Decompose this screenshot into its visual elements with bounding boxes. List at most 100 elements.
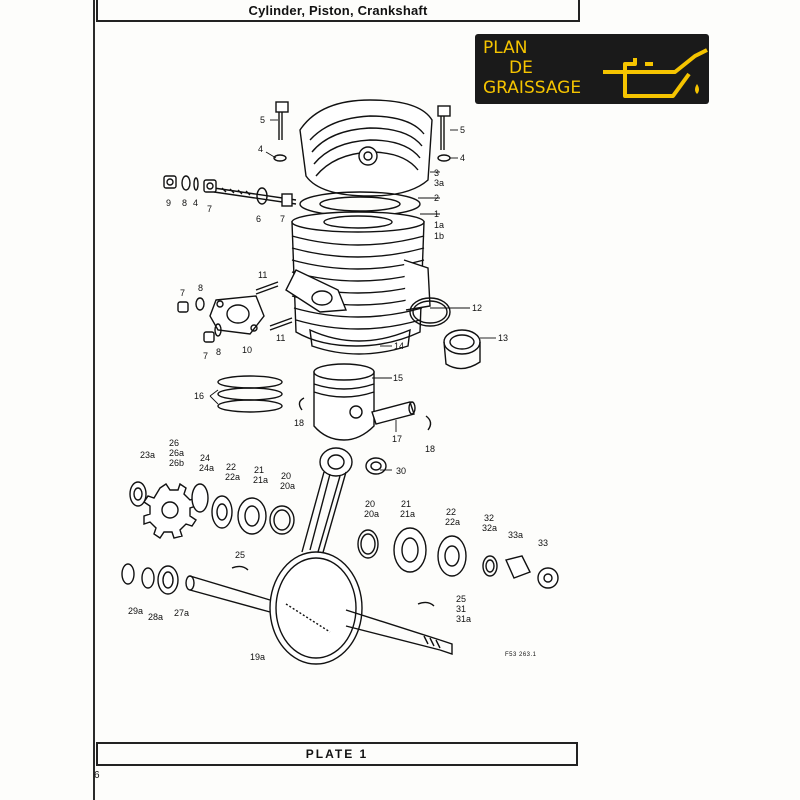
piston-rings bbox=[217, 375, 283, 413]
washer-right bbox=[437, 154, 451, 162]
callout-7-upper: 7 bbox=[207, 204, 212, 214]
callout-1: 1 bbox=[434, 209, 439, 219]
callout-11-upper: 11 bbox=[258, 270, 267, 280]
callout-24a: 24a bbox=[199, 463, 214, 473]
footer-box: PLATE 1 bbox=[96, 742, 578, 766]
connecting-rod bbox=[301, 447, 353, 557]
callout-19a: 19a bbox=[250, 652, 265, 662]
exhaust-stud-lower bbox=[269, 317, 293, 331]
callout-26: 26 bbox=[169, 438, 179, 448]
callout-23a: 23a bbox=[140, 450, 155, 460]
flange-nuts bbox=[177, 297, 222, 343]
callout-18-right: 18 bbox=[425, 444, 435, 454]
callout-33a: 33a bbox=[508, 530, 523, 540]
woodruff-key-lower bbox=[417, 601, 435, 607]
callout-3: 3 bbox=[434, 168, 439, 178]
nut-washer-set-left bbox=[163, 175, 217, 193]
page-title: Cylinder, Piston, Crankshaft bbox=[248, 2, 428, 18]
callout-7-flange: 7 bbox=[180, 288, 185, 298]
page-number: 6 bbox=[94, 770, 100, 781]
head-gasket-bore bbox=[319, 196, 401, 212]
exhaust-stud-upper bbox=[255, 281, 279, 295]
figure-code: F53 263.1 bbox=[505, 652, 537, 658]
callout-27a: 27a bbox=[174, 608, 189, 618]
callout-24: 24 bbox=[200, 453, 210, 463]
callout-labels: 5 5 4 4 3 3a 2 1 1a 1b 9 8 4 7 6 7 11 11… bbox=[128, 115, 548, 662]
logo-line-1: PLAN bbox=[483, 38, 528, 58]
cylinder-head-bolt-left bbox=[275, 101, 289, 140]
woodruff-key-upper bbox=[231, 565, 249, 571]
callout-5-right: 5 bbox=[460, 125, 465, 135]
callout-8-lower: 8 bbox=[216, 347, 221, 357]
exploded-parts-drawing: 5 5 4 4 3 3a 2 1 1a 1b 9 8 4 7 6 7 11 11… bbox=[121, 99, 559, 665]
leader-lines bbox=[209, 119, 496, 471]
callout-26b: 26b bbox=[169, 458, 184, 468]
callout-17: 17 bbox=[392, 434, 402, 444]
callout-1b: 1b bbox=[434, 231, 444, 241]
callout-21a-right: 21a bbox=[400, 509, 415, 519]
callout-25-upper: 25 bbox=[235, 550, 245, 560]
logo-line-2: DE bbox=[509, 58, 533, 78]
callout-7-stud: 7 bbox=[280, 214, 285, 224]
page-left-rule bbox=[93, 0, 95, 800]
crank-end-parts bbox=[121, 563, 179, 595]
header-box: Cylinder, Piston, Crankshaft bbox=[96, 0, 580, 22]
exhaust-flange bbox=[209, 295, 265, 335]
callout-21-right: 21 bbox=[401, 499, 411, 509]
callout-16: 16 bbox=[194, 391, 204, 401]
sprocket bbox=[143, 482, 197, 539]
o-ring bbox=[409, 297, 451, 327]
washer-left bbox=[273, 154, 287, 162]
callout-20-left: 20 bbox=[281, 471, 291, 481]
callout-10: 10 bbox=[242, 345, 252, 355]
gudgeon-pin bbox=[371, 401, 416, 425]
callout-13: 13 bbox=[498, 333, 508, 343]
cylinder-stud bbox=[213, 187, 297, 207]
callout-30: 30 bbox=[396, 466, 406, 476]
callout-8-flange: 8 bbox=[198, 283, 203, 293]
callout-32: 32 bbox=[484, 513, 494, 523]
callout-22a-right: 22a bbox=[445, 517, 460, 527]
callout-4-right: 4 bbox=[460, 153, 465, 163]
callout-31: 31 bbox=[456, 604, 466, 614]
plan-de-graissage-logo: PLAN DE GRAISSAGE bbox=[475, 34, 709, 104]
callout-32a: 32a bbox=[482, 523, 497, 533]
bearing-stack-right bbox=[357, 527, 559, 589]
callout-25-lower: 25 bbox=[456, 594, 466, 604]
plate-title: PLATE 1 bbox=[305, 747, 369, 761]
exhaust-clamp bbox=[443, 329, 481, 370]
callout-15: 15 bbox=[393, 373, 403, 383]
cylinder-barrel bbox=[285, 211, 431, 347]
callout-6: 6 bbox=[256, 214, 261, 224]
callout-5-left: 5 bbox=[260, 115, 265, 125]
callout-22-left: 22 bbox=[226, 462, 236, 472]
callout-20a-left: 20a bbox=[280, 481, 295, 491]
circlip-right bbox=[425, 415, 432, 431]
callout-33: 33 bbox=[538, 538, 548, 548]
callout-7-lower: 7 bbox=[203, 351, 208, 361]
callout-20-right: 20 bbox=[365, 499, 375, 509]
callout-9: 9 bbox=[166, 198, 171, 208]
callout-21a-left: 21a bbox=[253, 475, 268, 485]
cylinder-head bbox=[299, 99, 433, 197]
cylinder-head-bolt-right bbox=[437, 105, 451, 150]
callout-22-right: 22 bbox=[446, 507, 456, 517]
callout-28a: 28a bbox=[148, 612, 163, 622]
callout-3a: 3a bbox=[434, 178, 444, 188]
callout-31a: 31a bbox=[456, 614, 471, 624]
piston bbox=[313, 363, 375, 441]
callout-14: 14 bbox=[394, 341, 404, 351]
cylinder-base bbox=[309, 328, 411, 355]
oil-can-icon bbox=[603, 48, 708, 98]
callout-21-left: 21 bbox=[254, 465, 264, 475]
callout-11-lower: 11 bbox=[276, 333, 285, 343]
logo-line-3: GRAISSAGE bbox=[483, 78, 582, 98]
callout-4-left: 4 bbox=[258, 144, 263, 154]
callout-22a-left: 22a bbox=[225, 472, 240, 482]
small-end-bearing bbox=[365, 457, 387, 475]
crankshaft bbox=[185, 551, 453, 665]
callout-20a-right: 20a bbox=[364, 509, 379, 519]
callout-2: 2 bbox=[434, 193, 439, 203]
circlip-left bbox=[298, 397, 305, 411]
callout-8-upper: 8 bbox=[182, 198, 187, 208]
